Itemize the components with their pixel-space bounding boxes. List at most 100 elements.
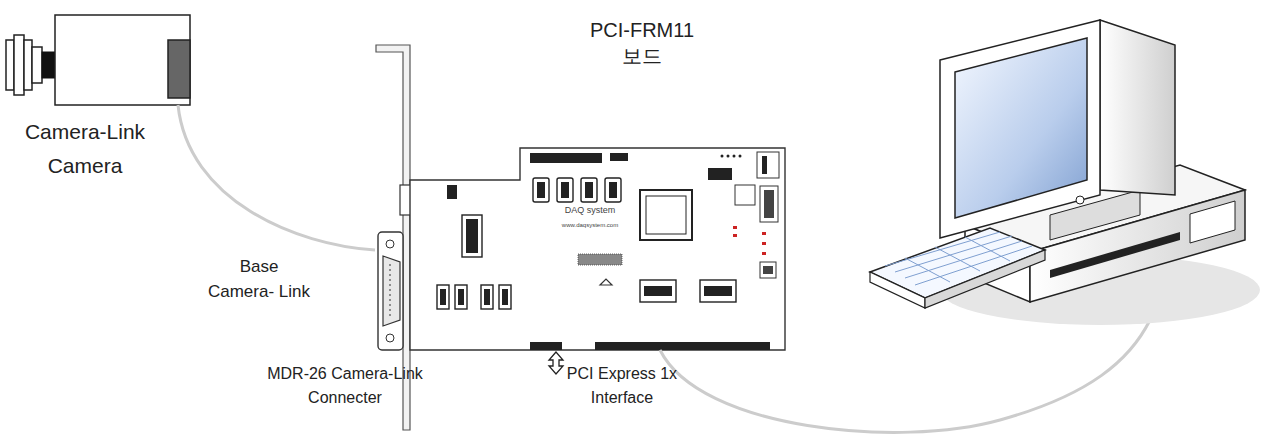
pcb-board-part [410,148,785,350]
interface-label: PCI Express 1x Interface [547,362,697,410]
pcb-board-part-part [484,289,490,305]
computer-illustration-part [1190,201,1235,243]
computer-illustration-part-part [885,232,1000,266]
computer-illustration-part-part [905,258,950,282]
pci-bracket-part [386,334,394,342]
computer-illustration-part-part [905,241,1022,278]
interface-arrow [549,352,563,374]
pcb-board-part [640,190,692,240]
computer-illustration-part [955,38,1087,218]
pcb-board-part [640,280,676,302]
pcb-board-part-part [733,234,737,237]
pcb-board-part-part [727,155,730,158]
pcb-board-part [760,262,776,278]
cable-line [178,105,375,250]
pcb-board-part-part [733,226,737,229]
pcb-board-part [733,226,766,255]
camera-illustration-part [42,52,55,78]
computer-illustration-part-part [935,247,980,271]
computer-illustration-part [870,272,925,308]
camera-illustration-part [24,40,32,90]
pcb-board-part [462,215,482,257]
computer-illustration-part-part [965,237,1010,261]
camera-illustration-part [55,15,190,105]
pcb-board-part [704,286,732,296]
connector-label: MDR-26 Camera-Link Connecter [262,362,428,410]
pcb-board-part [764,190,774,218]
pcb-board-part [578,254,622,265]
pcb-board-part-part [733,155,736,158]
pcb-board-part [610,153,628,161]
cable-label: Base Camera- Link [205,253,313,305]
interface-arrow-part [549,352,563,374]
pci-bracket-part [383,256,400,326]
computer-illustration [870,20,1260,325]
pcb-board-part [533,178,621,202]
pcb-board-part [757,152,779,178]
pcb-board-part-part [762,252,766,255]
pcb-board-part-part [762,232,766,235]
board-url: www.daqsystem.com [555,221,625,229]
pcb-board-part-part [440,289,446,305]
pcb-board-part [537,182,617,198]
pcb-board-part-part [581,178,597,202]
computer-illustration-part-part [915,246,1032,285]
camera-box: Camera-Link Camera [55,15,190,105]
camera-illustration-part [14,35,24,95]
computer-illustration-part [940,20,1100,238]
pcb-board-part [447,185,457,199]
computer-illustration-part [1030,190,1245,302]
pci-bracket-part [386,240,394,248]
camera-illustration-part [6,40,14,90]
camera-illustration [6,15,190,105]
pcb-board-part-part [762,242,766,245]
computer-illustration-part [1076,196,1084,204]
pcb-board-part-part [533,178,549,202]
pcb-board-part-part [739,155,742,158]
pcb-board-part [530,342,562,350]
computer-illustration-part [885,232,1032,285]
computer-illustration-part [925,250,1045,308]
computer-illustration-part [1050,232,1180,278]
computer-illustration-part [1100,20,1175,195]
pcb-board-part [440,289,508,305]
pcb-board-part [530,153,602,163]
board-title: PCI-FRM11 보드 [580,17,704,69]
pcb-board-part-part [437,285,449,309]
pcb-board-part-part [499,285,511,309]
pcb-board-part [760,186,778,222]
pcb-board-part-part [721,155,724,158]
pcb-board-part-part [557,178,573,202]
camera-name: Camera-Link Camera [10,115,160,183]
pcb-board-part-part [605,178,621,202]
pcb-board-part-part [609,182,617,198]
pcb-board-part [735,185,755,205]
pcb-board-part-part [537,182,545,198]
pc-cable-part [660,320,1150,432]
camera-illustration-part [168,40,190,98]
pcb-board-part [700,280,736,302]
pcb-board-part [644,286,672,296]
computer-illustration-part-part [895,236,1012,272]
pcb-board-part [437,285,511,309]
pcb-board-part-part [561,182,569,198]
camera-illustration-part [32,47,42,83]
board-brand: DAQ system [555,205,625,216]
pc-cable [660,320,1150,432]
pcb-board-part [646,196,686,234]
pcb-board-part-part [481,285,493,309]
pcb-board-part [762,156,767,174]
pcb-board-part-part [585,182,593,198]
pcb-board [410,148,785,350]
pcb-board-part [721,155,742,158]
pcb-board-part [708,168,732,180]
camera-cable [178,105,375,250]
pcb-board-part [763,266,773,274]
pcb-board-part [600,279,612,285]
pcb-board-part [595,342,770,350]
pcb-board-part-part [455,285,467,309]
pci-bracket-part [390,264,391,318]
pci-bracket-part [378,232,403,350]
pcb-board-part-part [458,289,464,305]
